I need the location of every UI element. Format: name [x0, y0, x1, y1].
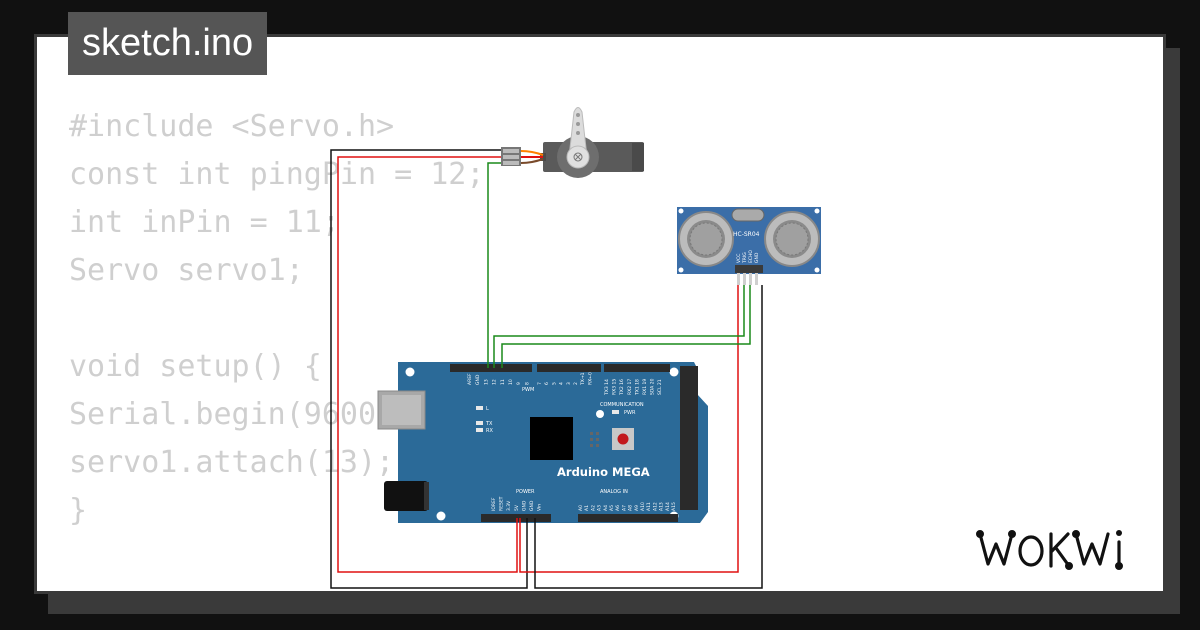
pin-label: GND — [529, 500, 535, 511]
pin-label: 10 — [508, 379, 514, 385]
code-line: int inPin = 11; — [69, 205, 340, 240]
pin-label: A13 — [659, 502, 665, 511]
pin-label: A1 — [584, 505, 590, 511]
power-jack — [384, 481, 428, 511]
arduino-mega-board[interactable]: Arduino MEGA PWM COMMUNICATION POWER ANA… — [377, 362, 708, 523]
pin-label: RESET — [499, 496, 505, 511]
pin-label: AREF — [467, 373, 473, 385]
pin-label: GND — [521, 500, 527, 511]
power-label: POWER — [516, 489, 535, 495]
pin-label: 8 — [524, 382, 530, 385]
pin-label: A12 — [652, 502, 658, 511]
code-line: Servo servo1; — [69, 253, 304, 288]
pin-label: A14 — [665, 502, 671, 511]
pin-label: RX2 17 — [627, 379, 633, 395]
pwm-label: PWM — [522, 387, 534, 393]
pin-label: 6 — [544, 382, 550, 385]
pin-label: 7 — [537, 382, 543, 385]
pin-label: 13 — [483, 379, 489, 385]
analog-in-label: ANALOG IN — [600, 489, 628, 495]
pin-label: 3 — [566, 382, 572, 385]
board-name-label: Arduino MEGA — [557, 465, 650, 479]
code-line: void loop() { — [69, 583, 484, 591]
pin-label: A5 — [609, 505, 615, 511]
wire-sensor-vcc — [519, 285, 739, 573]
pin-label: A6 — [615, 505, 621, 511]
rx-led-label: RX — [486, 428, 493, 434]
ultrasonic-transducer-left — [678, 211, 734, 267]
pin-label: 2 — [573, 382, 579, 385]
wire-sensor-gnd — [534, 285, 763, 589]
pin-label: A7 — [621, 505, 627, 511]
pin-label: A10 — [640, 502, 646, 511]
pin-label: 9 — [516, 382, 522, 385]
pin-label: A11 — [646, 502, 652, 511]
wire-sensor-echo — [501, 285, 751, 368]
pin-label: SCL 21 — [657, 379, 663, 395]
pin-label: TX→1 — [580, 372, 586, 386]
ultrasonic-transducer-right — [764, 211, 820, 267]
pin-label: GND — [475, 374, 481, 385]
pin-label: IOREF — [491, 497, 497, 511]
code-line: servo1.attach(13); — [69, 445, 395, 480]
pin-label: A4 — [603, 505, 609, 511]
pin-label: 5 — [551, 382, 557, 385]
pin-label: RX←0 — [587, 372, 593, 385]
pin-label: A8 — [628, 505, 634, 511]
wire-sensor-trig — [493, 285, 745, 368]
pin-label: RX3 15 — [612, 379, 618, 395]
code-line: Serial.begin(9600); — [69, 397, 413, 432]
code-line: void setup() { — [69, 349, 322, 384]
pin-label: A9 — [634, 505, 640, 511]
sensor-name-label: HC-SR04 — [733, 231, 760, 238]
communication-label: COMMUNICATION — [600, 402, 644, 408]
wire-servo-5v — [337, 156, 518, 573]
mcu-chip — [530, 417, 573, 460]
pin-label: 12 — [492, 379, 498, 385]
pin-label: RX1 19 — [642, 379, 648, 395]
pin-label: Vin — [537, 504, 543, 511]
tx-led-label: TX — [485, 421, 493, 427]
pwr-led-label: PWR — [624, 410, 636, 416]
pin-label: VCC — [736, 254, 742, 263]
pin-label: TX3 14 — [604, 379, 610, 396]
code-line: #include <Servo.h> — [69, 109, 395, 144]
pin-label: TX1 18 — [634, 379, 640, 396]
code-line: const int pingPin = 12; — [69, 157, 485, 192]
pin-label: 3.3V — [506, 500, 512, 511]
pin-label: A15 — [671, 502, 677, 511]
pin-label: 5V — [514, 504, 520, 511]
wire-servo-gnd — [330, 149, 528, 589]
l-led-label: L — [486, 406, 489, 412]
pin-label: A2 — [590, 505, 596, 511]
pin-label: TX2 16 — [619, 379, 625, 396]
code-listing: #include <Servo.h> const int pingPin = 12… — [69, 103, 485, 591]
code-line: } — [69, 493, 88, 528]
pin-label: TRIG — [742, 252, 748, 264]
pin-label: SDA 20 — [650, 378, 656, 395]
pin-label: ECHO — [748, 250, 754, 263]
wire-servo-signal — [487, 162, 501, 368]
preview-panel: #include <Servo.h> const int pingPin = 12… — [34, 34, 1166, 594]
servo-motor[interactable] — [501, 107, 644, 179]
pin-label: 11 — [500, 379, 506, 385]
wokwi-logo — [976, 530, 1124, 570]
pin-label: 4 — [559, 382, 565, 385]
pin-label: A0 — [578, 505, 584, 511]
pin-label: A3 — [597, 505, 603, 511]
filename-tab: sketch.ino — [68, 12, 268, 75]
pin-label: GND — [754, 252, 760, 263]
